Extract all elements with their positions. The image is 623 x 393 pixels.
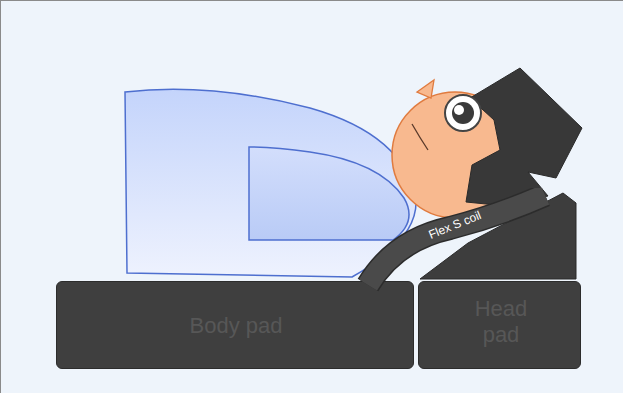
eye-highlight <box>454 105 464 115</box>
coil-shape <box>350 188 560 293</box>
patient-mouth <box>412 124 428 150</box>
pad-label: Body pad <box>57 313 415 339</box>
coil-outline <box>368 195 545 285</box>
patient-hair <box>466 68 582 206</box>
patient-arm <box>249 147 409 240</box>
patient-pupil <box>452 102 474 124</box>
coil-fill <box>368 195 545 285</box>
patient-nose <box>417 80 434 98</box>
patient-eye <box>445 95 481 131</box>
pad-block: Body pad <box>56 281 414 369</box>
pad-label: Head pad <box>465 296 537 349</box>
coil-band: Flex S coil <box>350 188 560 293</box>
pad-block: Head pad <box>418 281 581 369</box>
patient-body <box>125 89 416 277</box>
